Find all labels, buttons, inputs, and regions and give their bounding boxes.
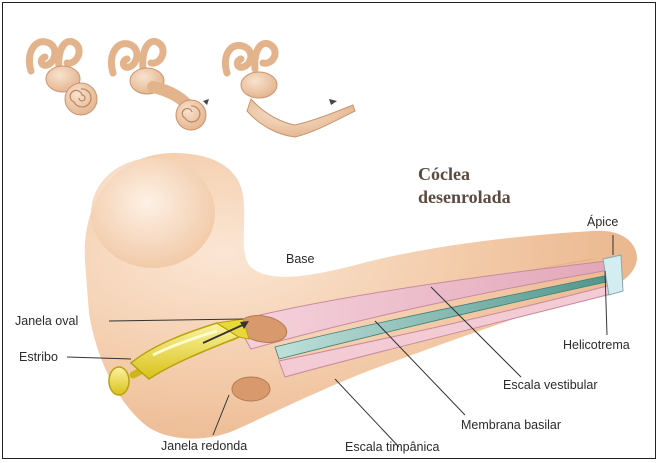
title-line-2: desenrolada bbox=[418, 186, 511, 209]
label-scala-vestibuli: Escala vestibular bbox=[503, 379, 598, 392]
inner-ear-coiled-thumbnail bbox=[29, 41, 97, 115]
diagram-title: Cóclea desenrolada bbox=[418, 163, 511, 208]
label-round-window: Janela redonda bbox=[161, 440, 247, 453]
label-helicotrema: Helicotrema bbox=[563, 339, 630, 352]
label-stapes: Estribo bbox=[19, 351, 58, 364]
inner-ear-uncoiled-thumbnail bbox=[225, 43, 355, 137]
label-basilar-membrane: Membrana basilar bbox=[461, 419, 561, 432]
label-oval-window: Janela oval bbox=[15, 315, 78, 328]
label-scala-tympani: Escala timpânica bbox=[345, 441, 440, 454]
title-line-1: Cóclea bbox=[418, 163, 511, 186]
round-window-shape bbox=[232, 377, 270, 401]
inner-ear-partial-thumbnail bbox=[111, 41, 209, 130]
figure-frame: Cóclea desenrolada Ápice Base Janela ova… bbox=[2, 2, 656, 459]
label-base: Base bbox=[286, 253, 315, 266]
label-apex: Ápice bbox=[587, 216, 618, 229]
